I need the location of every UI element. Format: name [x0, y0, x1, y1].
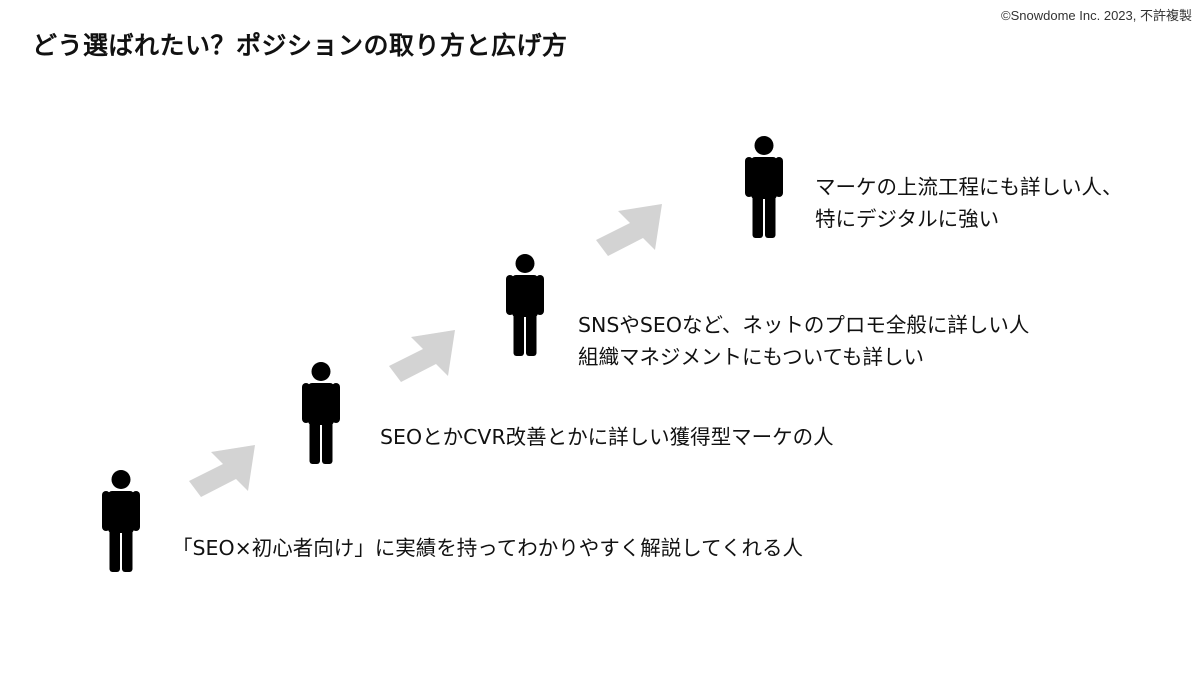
step-arrow-icon — [189, 445, 255, 497]
step-3-description: SNSやSEOなど、ネットのプロモ全般に詳しい人 組織マネジメントにもついても詳… — [578, 309, 1029, 373]
copyright-notice: ©Snowdome Inc. 2023, 不許複製 — [1001, 8, 1192, 23]
step-4-line-2: 特にデジタルに強い — [815, 207, 1000, 231]
person-icon — [506, 254, 544, 356]
step-3-line-2: 組織マネジメントにもついても詳しい — [578, 345, 925, 369]
step-4-line-1: マーケの上流工程にも詳しい人、 — [815, 175, 1123, 199]
step-1-description: 「SEO×初心者向け」に実績を持ってわかりやすく解説してくれる人 — [172, 532, 803, 564]
step-arrow-icon — [389, 330, 455, 382]
step-4-description: マーケの上流工程にも詳しい人、 特にデジタルに強い — [815, 171, 1123, 235]
step-arrow-icon — [596, 204, 662, 256]
step-3-line-1: SNSやSEOなど、ネットのプロモ全般に詳しい人 — [578, 313, 1030, 337]
person-icon — [745, 136, 783, 238]
step-2-line: SEOとかCVR改善とかに詳しい獲得型マーケの人 — [380, 425, 834, 449]
person-icon — [302, 362, 340, 464]
person-icon — [102, 470, 140, 572]
step-2-description: SEOとかCVR改善とかに詳しい獲得型マーケの人 — [380, 421, 834, 453]
step-1-line: 「SEO×初心者向け」に実績を持ってわかりやすく解説してくれる人 — [172, 536, 804, 560]
slide-title: どう選ばれたい？ポジションの取り方と広げ方 — [32, 31, 568, 60]
